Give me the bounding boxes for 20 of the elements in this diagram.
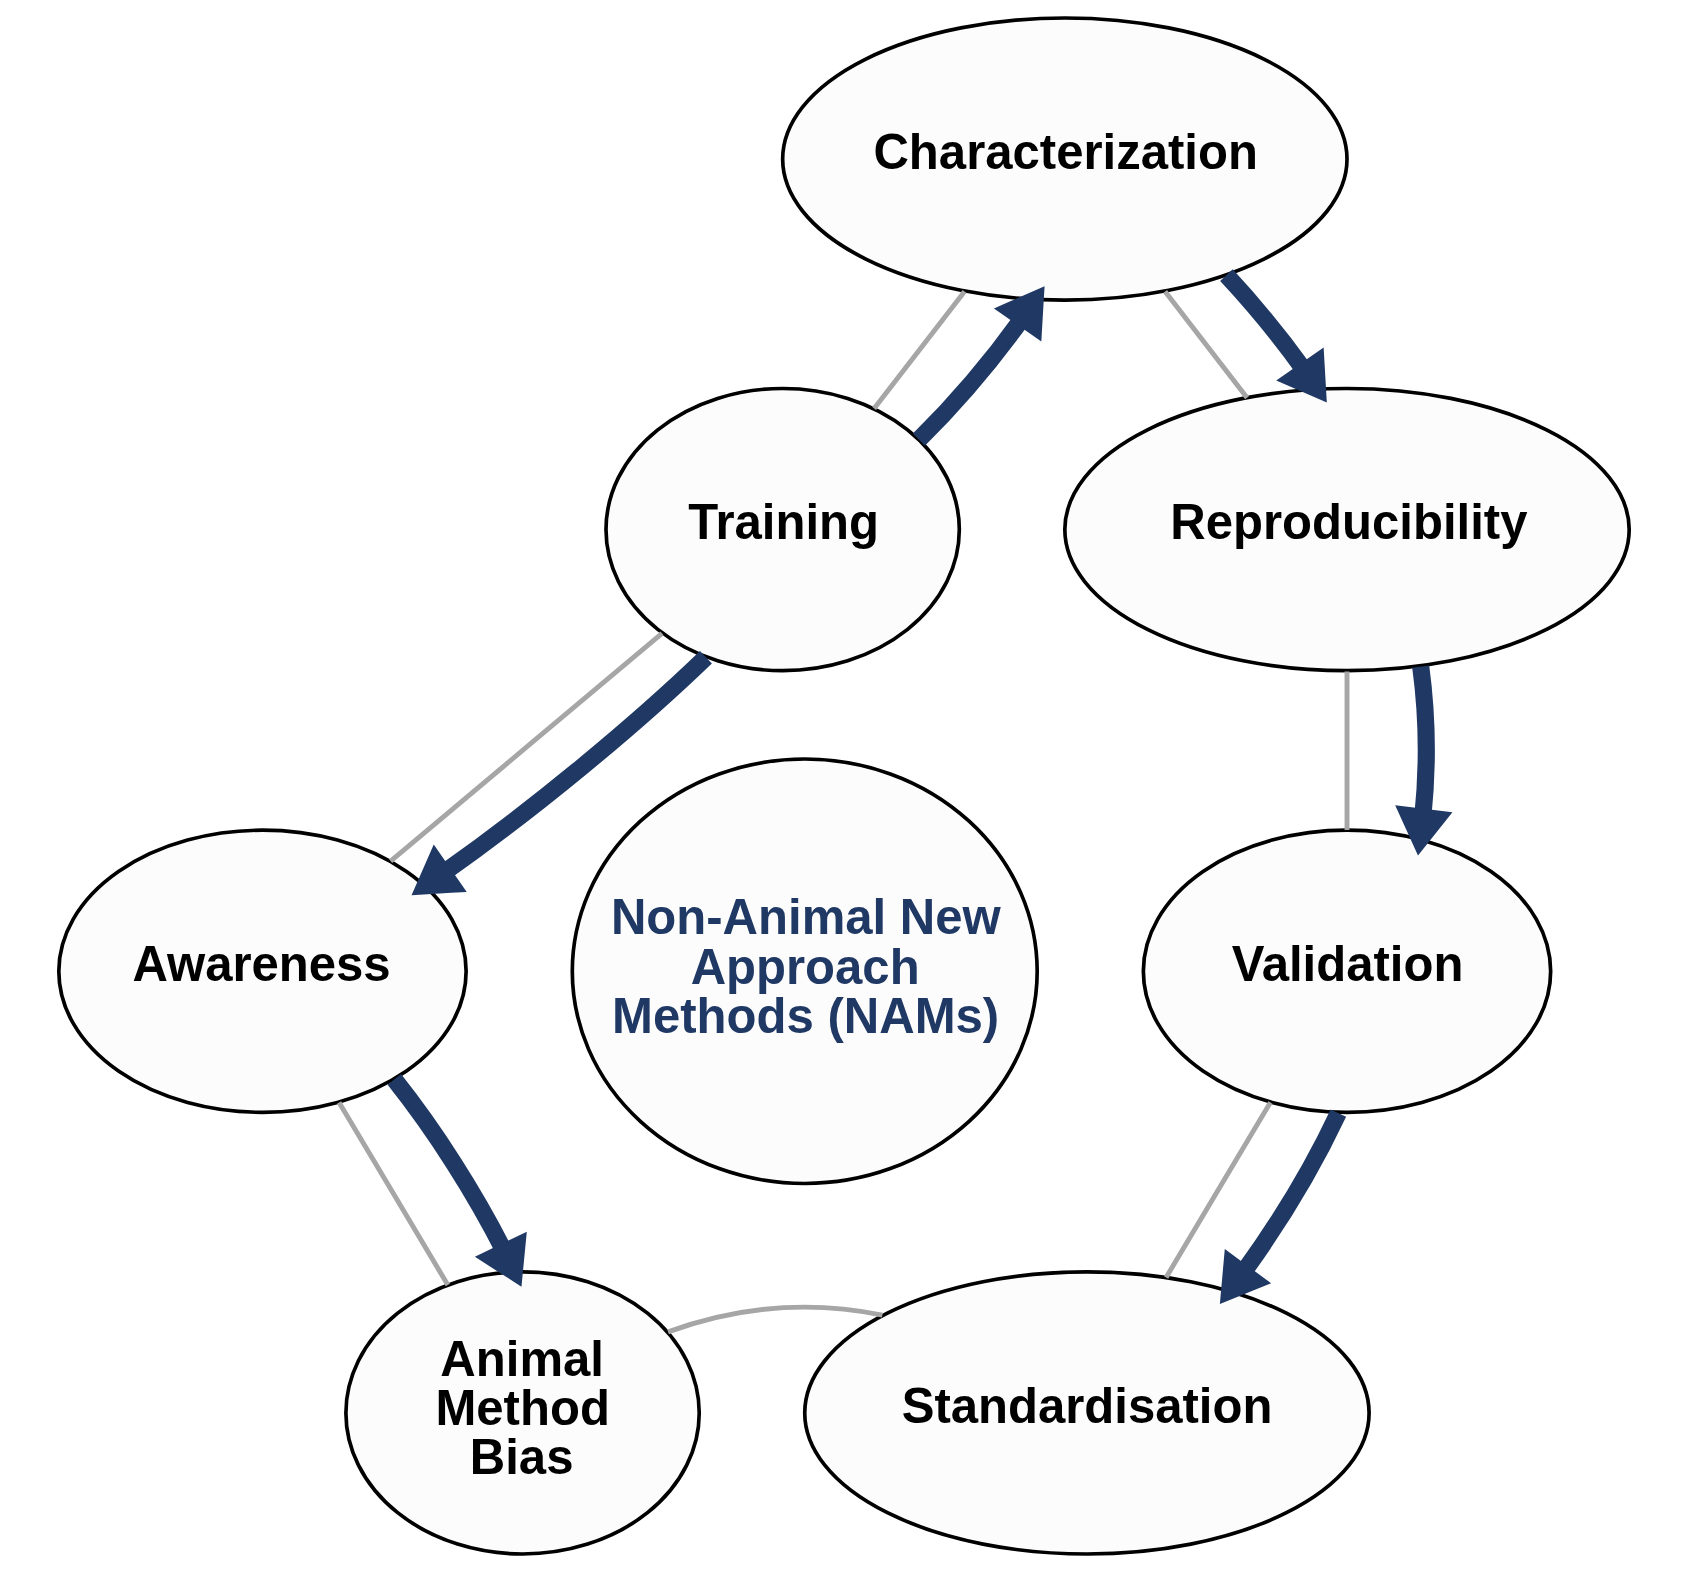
connector xyxy=(336,1101,450,1287)
node-ellipse: Reproducibility xyxy=(1062,386,1631,673)
arrow xyxy=(1219,269,1327,403)
connector xyxy=(871,289,966,411)
arrow xyxy=(912,286,1045,446)
connector xyxy=(666,1304,883,1335)
node-circle: Non-Animal New Approach Methods (NAMs) xyxy=(569,757,1039,1186)
node-ellipse: Training xyxy=(603,386,961,673)
arrow xyxy=(1394,665,1452,856)
arrow xyxy=(1219,1109,1346,1304)
connector xyxy=(388,631,664,864)
connector xyxy=(1163,1101,1272,1279)
connector xyxy=(1344,671,1349,830)
node-ellipse: Animal Method Bias xyxy=(343,1270,701,1556)
connector xyxy=(1162,289,1249,400)
node-ellipse: Characterization xyxy=(780,16,1349,302)
arrow xyxy=(387,1074,527,1287)
node-ellipse: Validation xyxy=(1141,828,1552,1115)
node-ellipse: Standardisation xyxy=(802,1270,1371,1556)
arrow xyxy=(411,650,712,896)
